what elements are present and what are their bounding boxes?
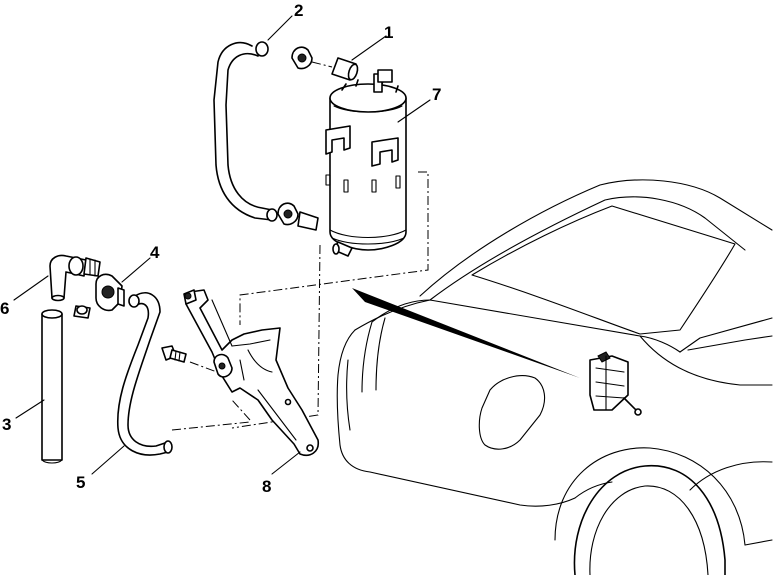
bolt	[161, 345, 187, 363]
callouts: 1 2 3 4 5 6 7 8	[0, 1, 441, 496]
pipe-part-1	[331, 57, 359, 81]
callout-6: 6	[0, 299, 9, 318]
charcoal-canister-part-7	[325, 69, 407, 257]
callout-7: 7	[432, 85, 441, 104]
elbow-connector-part-6	[49, 254, 101, 302]
hose-part-2	[213, 41, 278, 222]
hose-clamp-upper	[291, 46, 313, 70]
callout-4: 4	[150, 243, 160, 262]
callout-1: 1	[384, 23, 393, 42]
clamp-part-4	[73, 273, 125, 319]
callout-3: 3	[2, 415, 11, 434]
leader-lines	[13, 15, 431, 475]
car-body	[336, 179, 773, 575]
connector-lines	[171, 61, 429, 431]
mounting-bracket-part-8	[183, 289, 320, 456]
hose-clamp-lower	[277, 202, 319, 231]
canister-location-detail	[589, 351, 642, 416]
callout-2: 2	[294, 1, 303, 20]
callout-8: 8	[262, 477, 271, 496]
callout-5: 5	[76, 473, 85, 492]
hose-part-5	[116, 292, 173, 456]
tube-part-3	[41, 309, 63, 464]
